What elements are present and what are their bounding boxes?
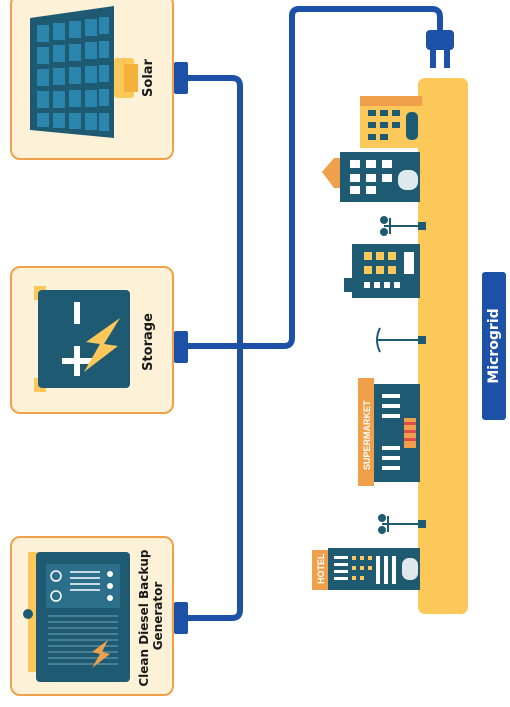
solar-label: Solar (141, 58, 156, 97)
generator-icon (23, 552, 130, 682)
generator-connector (174, 602, 188, 634)
solar-connector (174, 62, 188, 94)
hotel-building (312, 548, 420, 590)
generator-label-line2: Generator (151, 582, 165, 651)
generator-label: Clean Diesel Backup Generator (137, 545, 165, 686)
street-lamp-icon (376, 327, 426, 353)
building-orange (360, 96, 422, 148)
building-teal-windows (344, 244, 420, 298)
supermarket-building (358, 378, 420, 486)
generator-label-line1: Clean Diesel Backup (137, 549, 151, 687)
battery-icon (34, 286, 130, 392)
building-gable (322, 152, 420, 202)
hotel-sign: HOTEL (316, 553, 326, 584)
solar-line (183, 75, 243, 349)
storage-line (183, 6, 443, 349)
storage-label: Storage (141, 313, 156, 371)
supermarket-sign: SUPERMARKET (362, 400, 372, 470)
storage-connector (174, 331, 188, 363)
street-lamp-icon (378, 514, 426, 534)
street-lamp-icon (380, 216, 426, 236)
solar-panel-icon (30, 6, 138, 138)
connection-lines (183, 6, 443, 621)
plug-icon (426, 30, 454, 68)
microgrid-label: Microgrid (486, 308, 502, 384)
microgrid-badge: Microgrid (482, 272, 506, 420)
city-bar (418, 78, 468, 614)
generator-line (183, 343, 243, 621)
